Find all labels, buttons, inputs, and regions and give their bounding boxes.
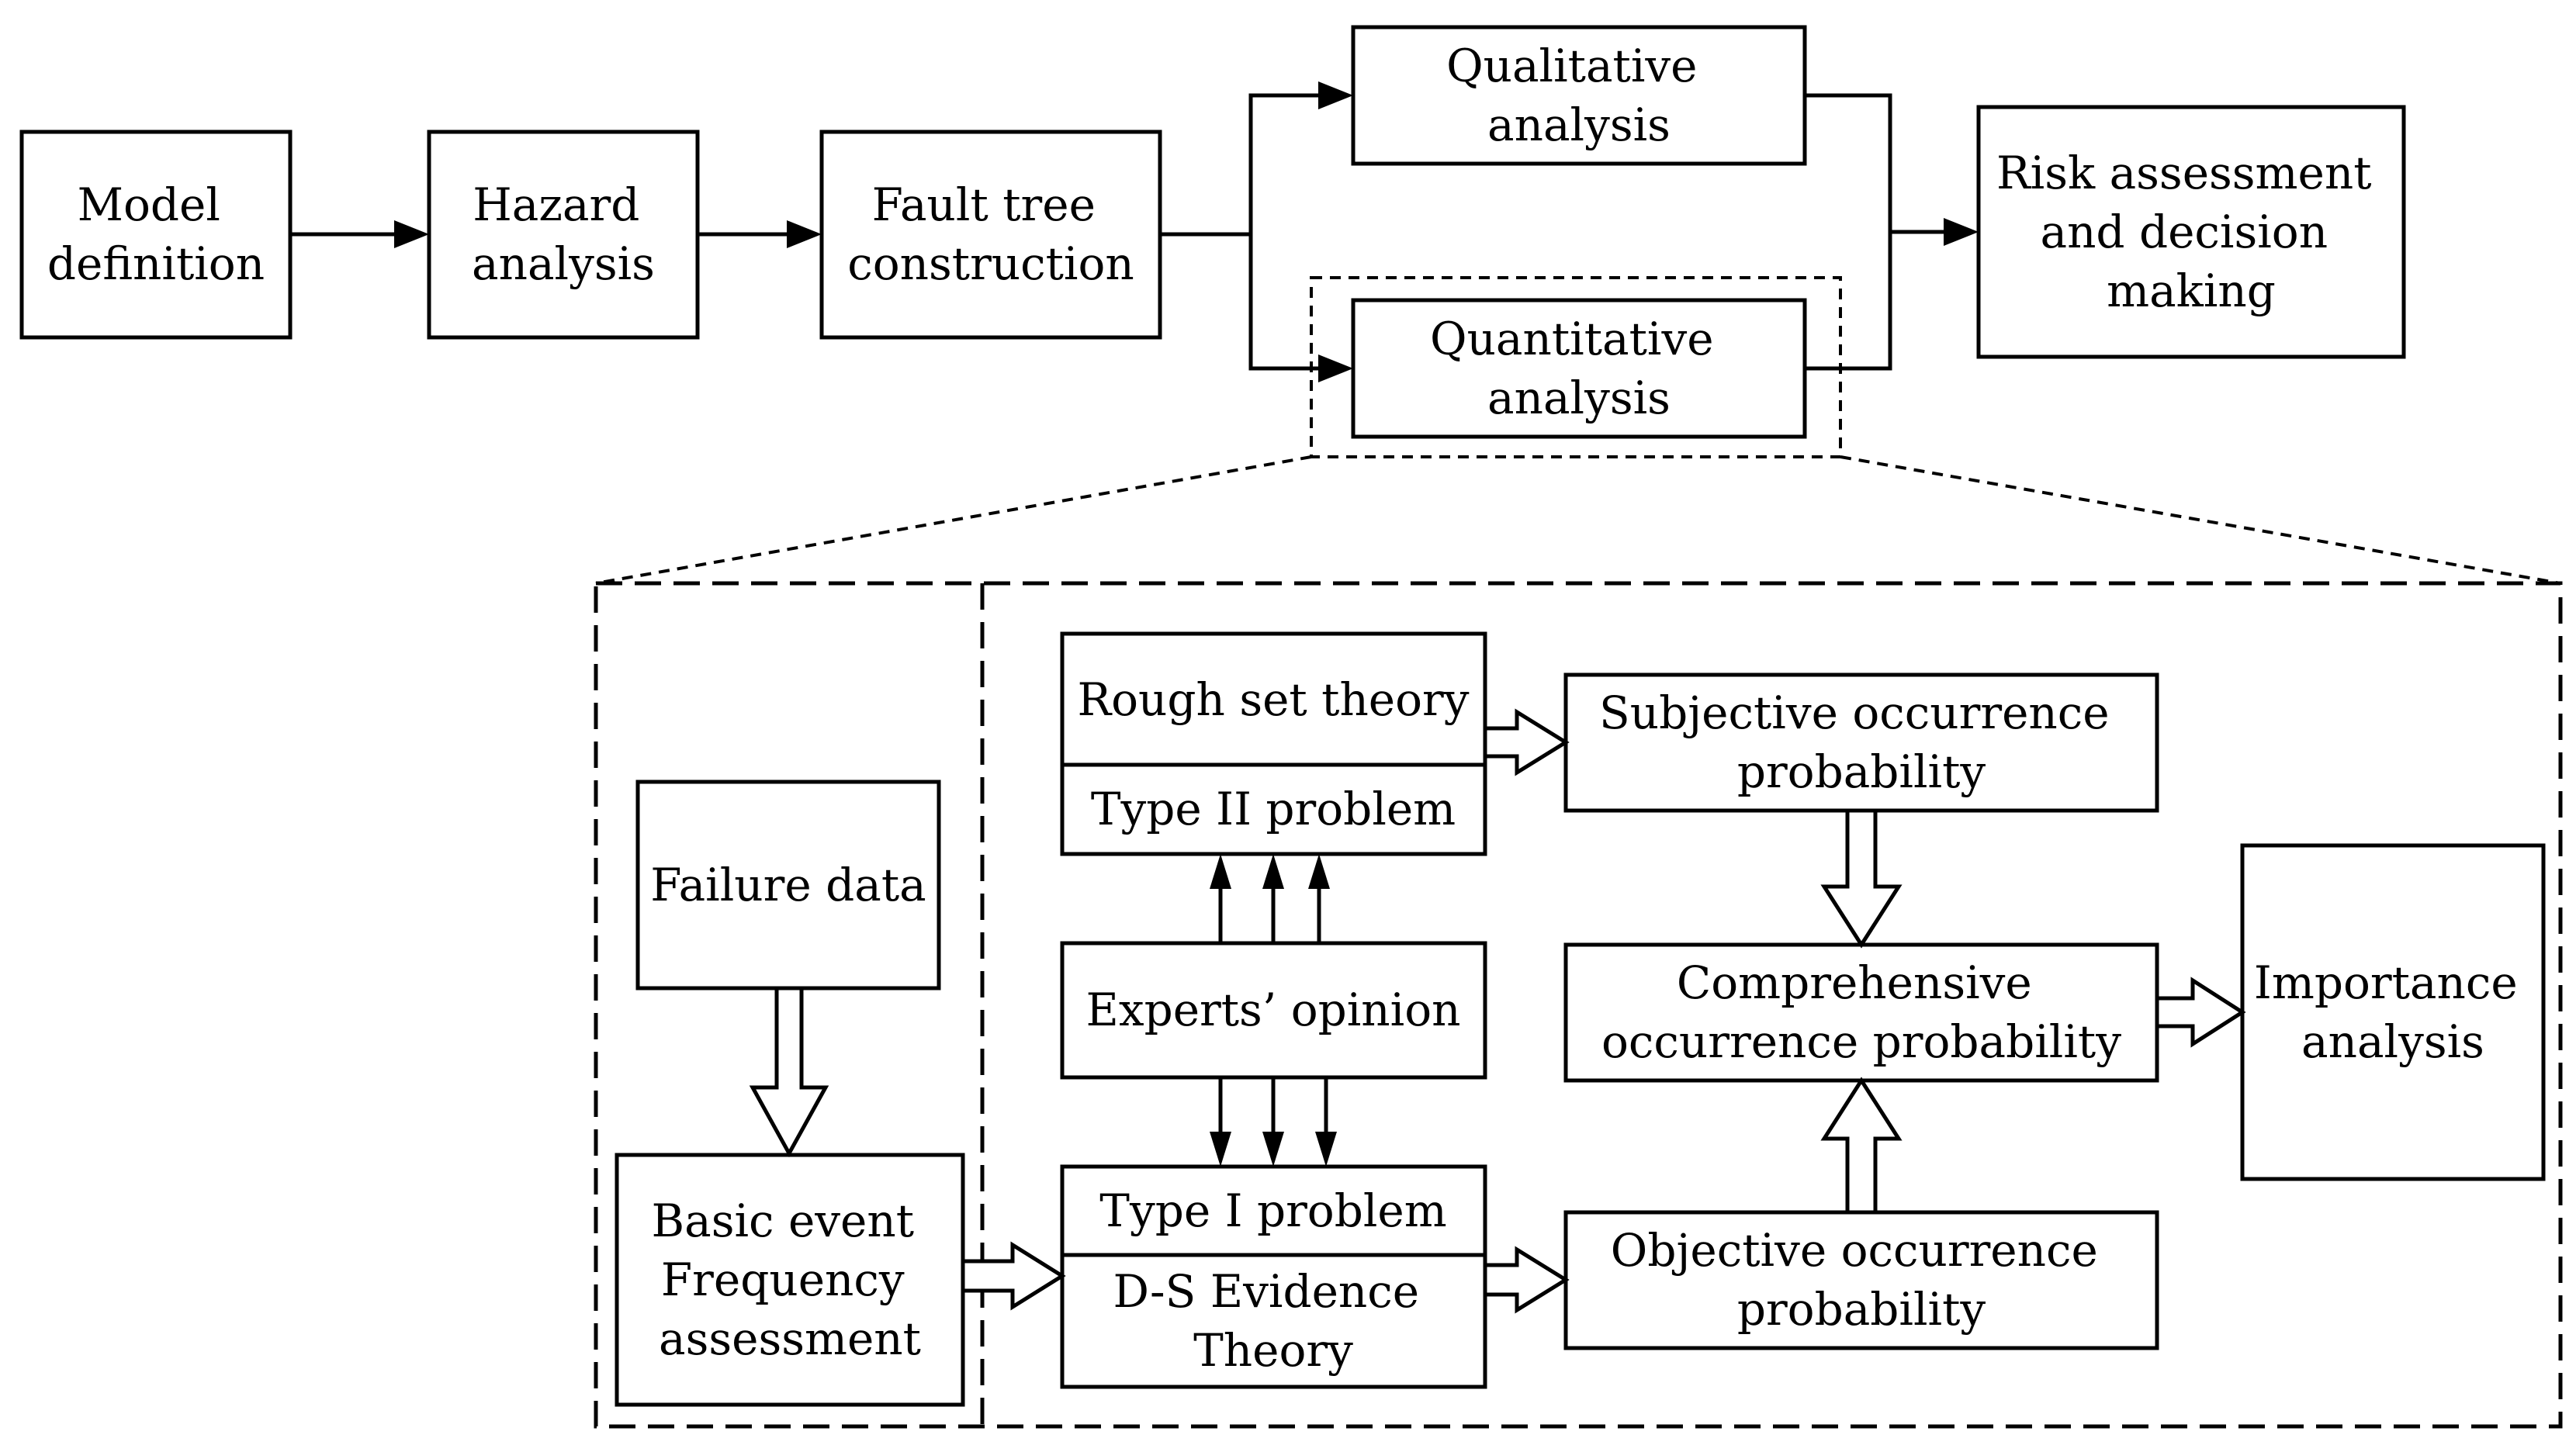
node-quantitative-analysis: Quantitative analysis [1351, 298, 1807, 439]
node-label: Comprehensive occurrence probability [1601, 956, 2121, 1068]
experts-opinion-arrows [1210, 854, 1337, 1167]
node-basic-event-frequency: Basic event Frequency assessment [615, 1153, 965, 1407]
top-row-connectors [290, 81, 1979, 382]
node-type-i-ds-group: Type I problem D-S Evidence Theory [1060, 1164, 1487, 1389]
node-failure-data: Failure data [635, 780, 941, 990]
node-importance-analysis: Importance analysis [2240, 843, 2546, 1181]
node-label: Hazard analysis [472, 178, 655, 290]
node-subjective-probability: Subjective occurrence probability [1563, 672, 2159, 813]
arrow-basic-event-to-ds [961, 1241, 1066, 1311]
node-label: Importance analysis [2254, 956, 2532, 1068]
node-label: Risk assessment and decision making [1996, 147, 2386, 317]
node-hazard-analysis: Hazard analysis [427, 130, 700, 340]
node-fault-tree-construction: Fault tree construction [819, 130, 1162, 340]
rough-set-theory-label: Rough set theory [1077, 673, 1469, 726]
node-label: Fault tree construction [847, 178, 1134, 290]
node-label: Model definition [47, 178, 265, 290]
arrow-objective-to-comprehensive [1820, 1077, 1903, 1215]
node-risk-assessment: Risk assessment and decision making [1976, 105, 2406, 359]
node-label: Qualitative analysis [1446, 40, 1712, 151]
arrow-subjective-to-comprehensive [1820, 808, 1903, 949]
node-label: Basic event Frequency assessment [652, 1194, 929, 1365]
arrow-comprehensive-to-importance [2155, 977, 2246, 1048]
node-experts-opinion: Experts’ opinion [1060, 941, 1487, 1080]
type-i-problem-label: Type I problem [1099, 1184, 1446, 1237]
node-objective-probability: Objective occurrence probability [1563, 1210, 2159, 1350]
arrow-failure-to-basic-event [749, 986, 829, 1158]
node-label: Experts’ opinion [1086, 984, 1461, 1036]
arrow-rough-set-to-subjective [1483, 708, 1570, 776]
ds-evidence-theory-label: D-S Evidence Theory [1113, 1265, 1433, 1377]
type-ii-problem-label: Type II problem [1091, 783, 1456, 835]
zoom-callout [595, 276, 2561, 585]
hollow-arrows [749, 708, 2246, 1314]
node-label: Subjective occurrence probability [1599, 686, 2124, 798]
node-label: Objective occurrence probability [1611, 1224, 2112, 1336]
arrow-ds-to-objective [1483, 1246, 1570, 1314]
node-model-definition: Model definition [19, 130, 293, 340]
node-label: Quantitative analysis [1430, 313, 1728, 424]
node-qualitative-analysis: Qualitative analysis [1351, 25, 1807, 166]
node-rough-set-group: Rough set theory Type II problem [1060, 631, 1487, 856]
node-comprehensive-probability: Comprehensive occurrence probability [1563, 942, 2159, 1083]
node-label: Failure data [650, 859, 926, 911]
